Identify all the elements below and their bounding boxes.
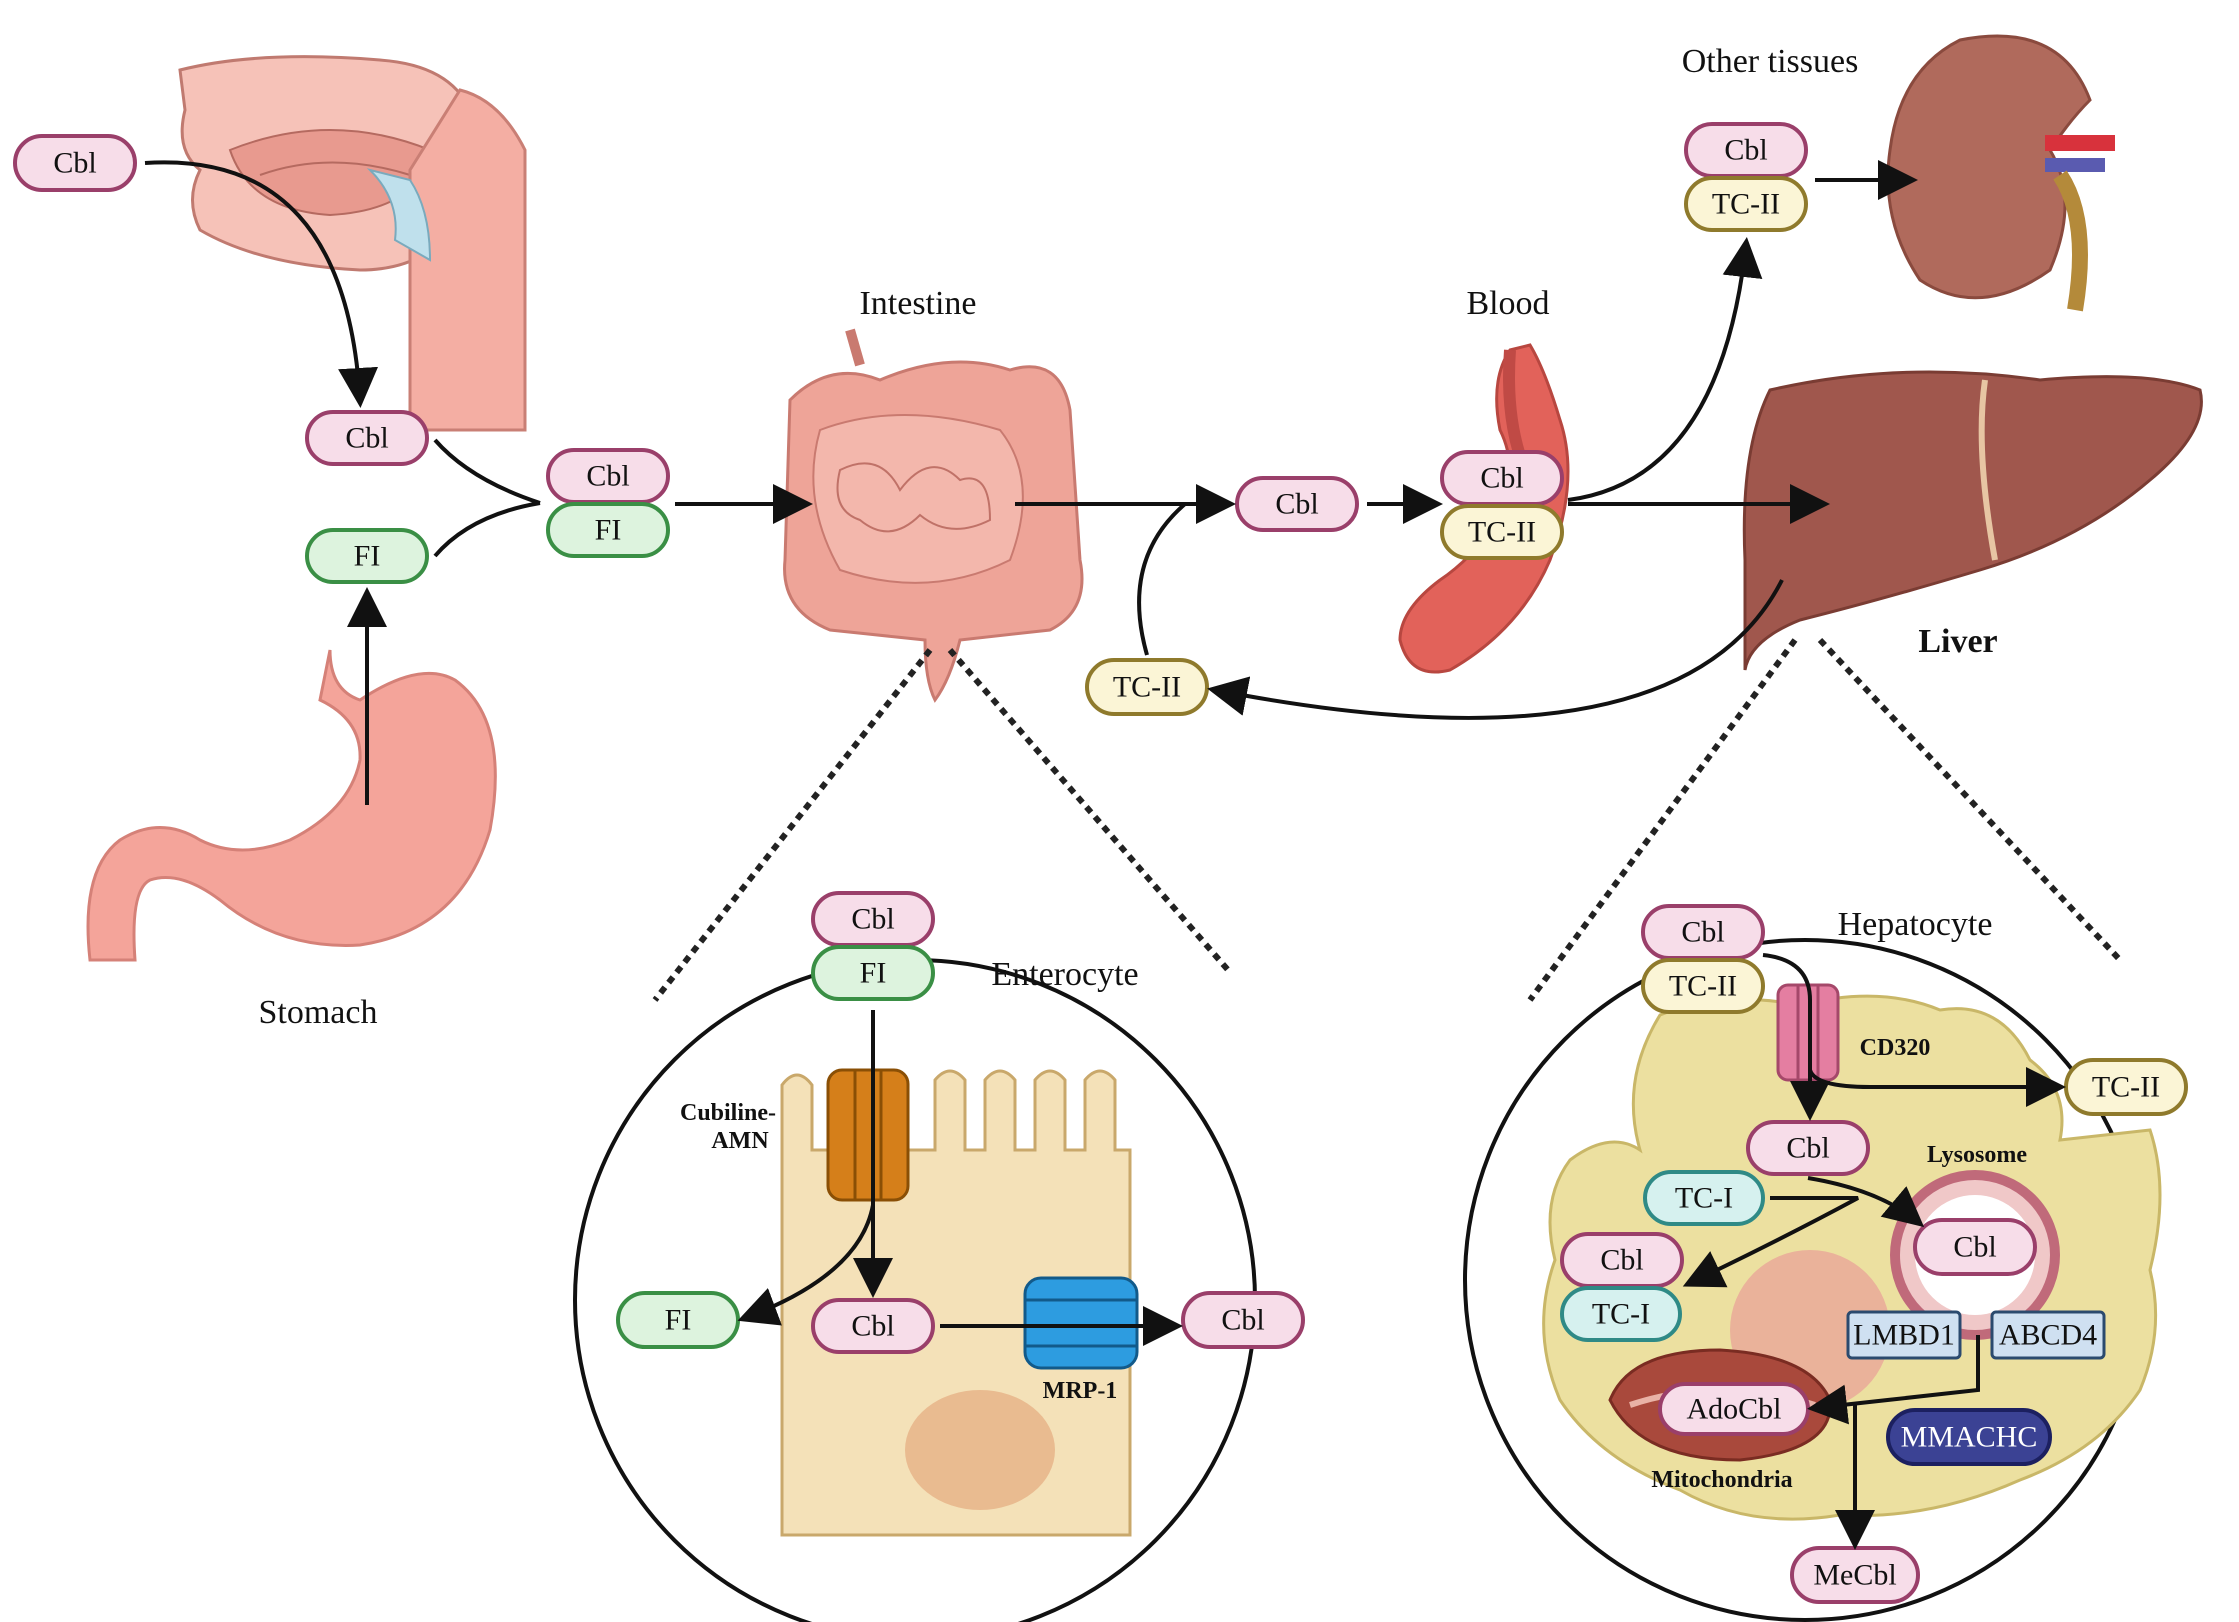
label-enterocyte: Enterocyte [991,956,1138,993]
kidney-illustration [1886,34,2115,312]
tc1-pill-hepatocyte: TC-I [1643,1170,1765,1226]
cbl-pill-hepatocyte-mid: Cbl [1746,1120,1870,1176]
cbl-pill-mouth: Cbl [13,134,137,192]
adocbl-pill: AdoCbl [1658,1382,1810,1436]
svg-text:LMBD1: LMBD1 [1853,1319,1955,1352]
svg-text:MMACHC: MMACHC [1901,1421,2038,1454]
label-amn: AMN [711,1128,769,1154]
arrow-hepatocyte-tc2-out [1808,1067,2066,1107]
arrow-fi-merge [433,501,541,558]
enterocyte-inset [573,958,1257,1622]
svg-text:Cbl: Cbl [851,1310,894,1343]
label-hepatocyte: Hepatocyte [1838,906,1993,943]
cbl-pill-blood: Cbl [1440,450,1564,506]
svg-text:FI: FI [354,540,381,573]
arrow-enterocyte-fi-out [737,1204,875,1326]
stomach-illustration [86,649,497,962]
cbl-pill-hepatocyte-top: Cbl [1641,904,1765,960]
fi-pill-enterocyte-top: FI [811,945,935,1001]
cbl-pill-tissues: Cbl [1684,122,1808,178]
label-cd320: CD320 [1860,1035,1931,1061]
arrow-tc1-merge [1682,1196,1859,1288]
svg-text:Cbl: Cbl [851,903,894,936]
label-cubiline: Cubiline- [680,1100,776,1126]
fi-pill-free: FI [305,528,429,584]
svg-text:Cbl: Cbl [345,422,388,455]
arrow-blood-to-tissues [1567,237,1763,502]
tc2-pill-hepatocyte-out: TC-II [2064,1058,2188,1116]
svg-text:TC-II: TC-II [1712,188,1780,221]
label-intestine: Intestine [859,285,976,322]
svg-text:Cbl: Cbl [1221,1304,1264,1337]
svg-text:Cbl: Cbl [1681,916,1724,949]
zoom-line-liver-right [1817,637,2123,963]
label-lysosome: Lysosome [1927,1142,2027,1168]
tc2-pill-recycled: TC-II [1085,658,1209,716]
arrow-lysosome-to-mito [1807,1335,1980,1425]
tc2-pill-blood: TC-II [1440,504,1564,560]
label-blood: Blood [1466,285,1549,322]
zoom-line-intestine-right [947,648,1231,972]
fi-pill-complex: FI [546,502,670,558]
mmachc-pill: MMACHC [1886,1408,2052,1466]
cbl-pill-complex: Cbl [546,448,670,504]
svg-text:Cbl: Cbl [1953,1231,1996,1264]
svg-text:TC-I: TC-I [1592,1298,1650,1331]
label-mrp1: MRP-1 [1043,1378,1118,1404]
svg-text:TC-II: TC-II [1468,516,1536,549]
tc1-pill-hepatocyte-bound: TC-I [1560,1286,1682,1342]
svg-text:TC-II: TC-II [2092,1071,2160,1104]
zoom-line-liver-left [1527,638,1798,1002]
tc2-pill-tissues: TC-II [1684,176,1808,232]
mouth-illustration [178,55,527,432]
svg-text:Cbl: Cbl [1480,462,1523,495]
cbl-pill-free: Cbl [305,410,429,466]
cbl-pill-enterocyte-top: Cbl [811,891,935,947]
svg-text:Cbl: Cbl [1786,1132,1829,1165]
arrow-tc2-recycle [1137,502,1187,656]
cbl-pill-absorbed: Cbl [1235,476,1359,532]
svg-text:FI: FI [665,1304,692,1337]
liver-illustration [1742,370,2203,671]
zoom-line-intestine-left [652,648,933,1002]
svg-text:AdoCbl: AdoCbl [1686,1393,1781,1426]
cbl-pill-enterocyte-inside: Cbl [811,1298,935,1354]
arrow-hepatocyte-entry [1762,953,1830,1121]
arrow-cbl-to-lysosome [1807,1176,1925,1228]
abcd4-box: ABCD4 [1990,1310,2106,1360]
cbl-pill-lysosome: Cbl [1913,1218,2037,1276]
svg-text:TC-II: TC-II [1669,970,1737,1003]
label-liver: Liver [1918,623,1997,660]
fi-pill-enterocyte-released: FI [616,1291,740,1349]
svg-text:Cbl: Cbl [1600,1244,1643,1277]
cbl-pill-hepatocyte-bound: Cbl [1560,1232,1684,1288]
svg-text:TC-I: TC-I [1675,1182,1733,1215]
tc2-pill-hepatocyte-top: TC-II [1641,958,1765,1014]
svg-text:TC-II: TC-II [1113,671,1181,704]
mecbl-pill: MeCbl [1790,1546,1920,1604]
label-stomach: Stomach [259,994,378,1031]
svg-text:Cbl: Cbl [1275,488,1318,521]
svg-text:ABCD4: ABCD4 [1999,1319,2097,1352]
label-other-tissues: Other tissues [1682,43,1859,80]
svg-text:Cbl: Cbl [53,147,96,180]
arrow-liver-to-tc2 [1207,579,1784,720]
svg-text:MeCbl: MeCbl [1813,1559,1896,1592]
svg-text:Cbl: Cbl [1724,134,1767,167]
cbl-pill-enterocyte-out: Cbl [1181,1291,1305,1349]
arrow-cbl-merge [433,438,541,505]
svg-text:Cbl: Cbl [586,460,629,493]
label-mitochondria: Mitochondria [1651,1467,1792,1493]
svg-text:FI: FI [595,514,622,547]
arrow-mouth-to-cbl [144,160,379,408]
lmbd1-box: LMBD1 [1846,1310,1962,1360]
svg-text:FI: FI [860,957,887,990]
intestine-illustration [783,328,1084,703]
